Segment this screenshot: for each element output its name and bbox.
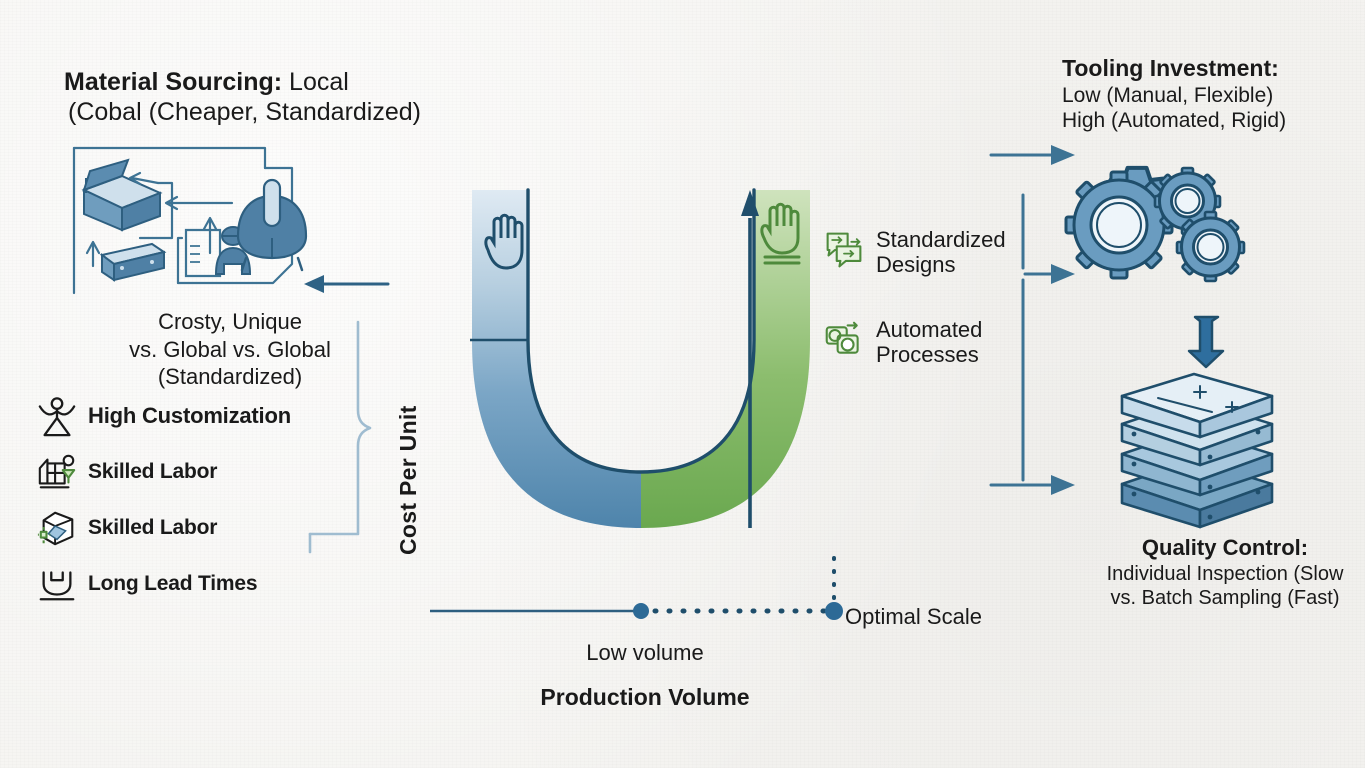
beaker-shape: [184, 228, 222, 278]
factory-workbench-icon: [38, 454, 76, 489]
list-item: Long Lead Times: [36, 563, 336, 605]
material-sourcing-arrow: [300, 272, 390, 296]
quality-control-line-2: vs. Batch Sampling (Fast): [1110, 587, 1340, 610]
x-axis-tick-label: Low volume: [586, 640, 704, 665]
gears-icon: [1062, 165, 1262, 298]
quality-control-line-1: Individual Inspection (Slow: [1106, 562, 1344, 585]
automated-camera-icon: [825, 321, 859, 354]
quality-control-title: Quality Control:: [1141, 535, 1309, 560]
sourcing-comparison-line-3: (Standardized): [157, 364, 303, 390]
tooling-investment-title: Tooling Investment:: [1062, 55, 1279, 81]
sourcing-comparison-line-2: vs. Global vs. Global: [129, 336, 331, 362]
gear-large: [1064, 170, 1174, 280]
material-sourcing-title: Material Sourcing: Local (Cobal (Cheaper…: [64, 68, 424, 127]
u-curve-band: [470, 188, 810, 528]
tray-shape: [81, 158, 163, 232]
optimal-scale-dot: [825, 602, 843, 620]
u-curve-chart: [420, 180, 880, 640]
standardized-designs-line-1: Standardized: [876, 227, 1006, 252]
gloved-hand-automated-icon: [760, 202, 801, 265]
sourcing-comparison-line-1: Crosty, Unique: [158, 309, 302, 334]
material-sourcing-title-bold: Material Sourcing:: [64, 68, 283, 96]
standardized-design-icon: [826, 232, 862, 268]
automated-processes-item: Automated Processes: [824, 317, 983, 367]
optimal-scale-label: Optimal Scale: [845, 604, 982, 629]
cost-per-unit-brace: [300, 320, 380, 554]
quality-control-block: Quality Control: Individual Inspection (…: [1060, 535, 1365, 611]
tooling-investment-line-2: High (Automated, Rigid): [1062, 108, 1287, 132]
right-connector-arrows: [985, 140, 1095, 510]
y-axis-arrow: [741, 190, 759, 528]
material-sourcing-subtitle: (Cobal (Cheaper, Standardized): [68, 97, 421, 126]
tooling-investment-block: Tooling Investment: Low (Manual, Flexibl…: [1062, 55, 1362, 133]
material-sourcing-illustration: [60, 138, 325, 308]
automated-processes-line-1: Automated: [876, 317, 983, 342]
list-item: High Customization: [36, 395, 336, 437]
standardized-designs-line-2: Designs: [876, 251, 956, 277]
cube-gear-icon: [37, 511, 74, 546]
slab-shape: [99, 242, 167, 282]
automated-processes-label: Automated Processes: [876, 317, 983, 367]
tooling-investment-line-1: Low (Manual, Flexible): [1062, 83, 1274, 107]
list-item-label: High Customization: [88, 403, 291, 428]
list-item-label: Skilled Labor: [88, 516, 218, 539]
material-sourcing-title-rest: Local: [282, 68, 349, 96]
low-volume-attribute-list: High Customization Skilled Labor: [36, 395, 336, 619]
list-item: Skilled Labor: [36, 507, 336, 549]
gear-top-right: [1153, 166, 1222, 236]
sourcing-comparison-text: Crosty, Unique vs. Global vs. Global (St…: [115, 308, 345, 391]
tank-shape: [236, 178, 308, 272]
person-arms-raised-icon: [38, 397, 76, 437]
standardized-designs-item: Standardized Designs: [824, 227, 1006, 277]
list-item-label: Skilled Labor: [88, 460, 218, 483]
automated-processes-line-2: Processes: [876, 341, 979, 367]
list-item-label: Long Lead Times: [88, 572, 258, 595]
clock-stamp-icon: [39, 571, 75, 601]
standardized-designs-label: Standardized Designs: [876, 227, 1006, 277]
gear-bottom-right: [1175, 210, 1246, 283]
hand-manual-icon: [484, 213, 524, 270]
down-arrow-icon: [1182, 315, 1232, 370]
curve-minimum-dot: [633, 603, 649, 619]
stacked-layers-icon: [1092, 372, 1302, 529]
x-axis-label: Production Volume: [540, 684, 750, 710]
list-item: Skilled Labor: [36, 451, 336, 493]
